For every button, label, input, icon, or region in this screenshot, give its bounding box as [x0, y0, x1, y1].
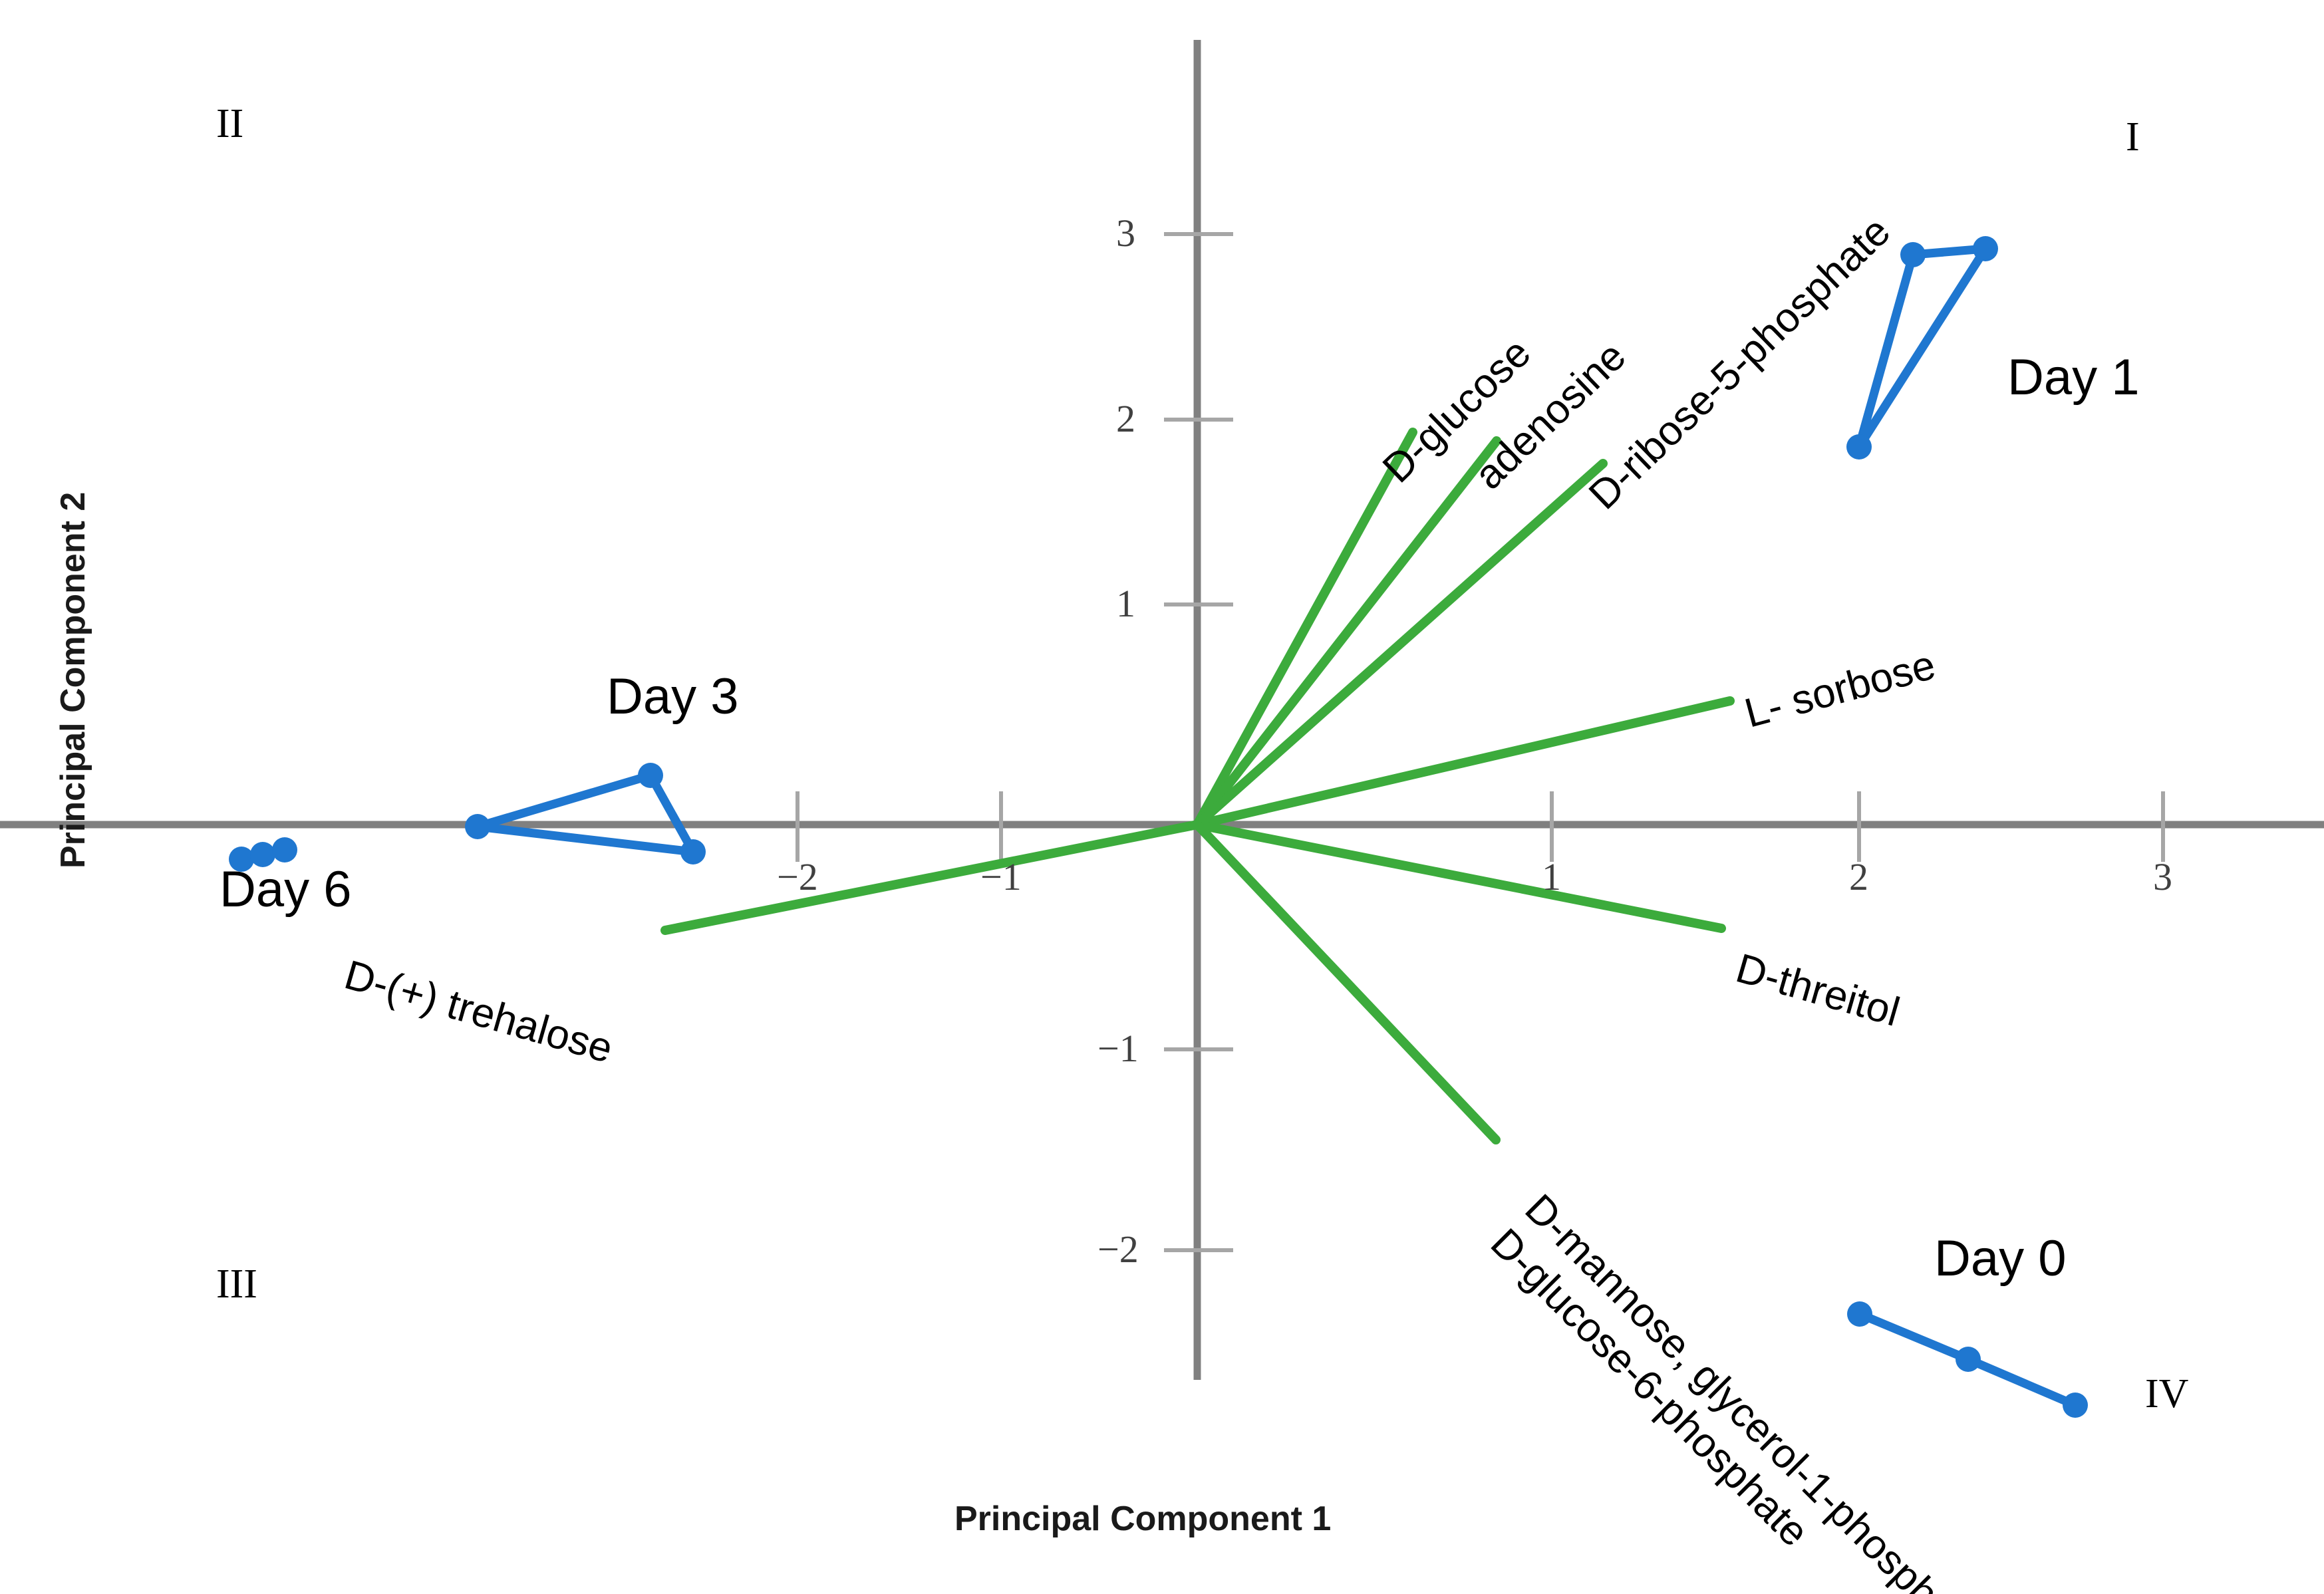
series-day-6	[229, 837, 297, 872]
day-1-point-1	[1846, 434, 1872, 460]
x-tick-label-2: 2	[1849, 855, 1868, 898]
quadrant-label-iv: IV	[2145, 1371, 2189, 1416]
vector-l-sorbose	[1193, 696, 1735, 829]
loading-vectors	[660, 428, 1735, 1144]
vector-d-trehalose	[660, 820, 1202, 935]
series-day-3	[465, 763, 706, 864]
day-1-polyline	[1854, 244, 1990, 450]
day-3-point-3	[680, 839, 706, 864]
day-6-point-1	[229, 847, 254, 872]
day-3-point-1	[465, 814, 490, 839]
day-6-point-3	[272, 837, 297, 863]
quadrant-label-ii: II	[216, 101, 244, 146]
y-tick-label-3: 3	[1116, 211, 1135, 255]
day-3-point-2	[638, 763, 663, 788]
quadrant-label-iii: III	[216, 1262, 257, 1307]
y-tick-label--1: −1	[1097, 1027, 1139, 1070]
x-tick-label--2: −2	[777, 855, 818, 898]
group-label-day-1: Day 1	[2007, 349, 2140, 406]
day-1-point-3	[1973, 236, 1998, 261]
x-tick-label-1: 1	[1542, 855, 1561, 898]
day-0-point-3	[2063, 1393, 2088, 1418]
series-day-1	[1846, 236, 1998, 460]
day-0-point-1	[1847, 1301, 1872, 1327]
vector-d-glucose	[1193, 428, 1417, 829]
x-axis-title: Principal Component 1	[954, 1500, 1332, 1538]
y-tick-label--2: −2	[1097, 1228, 1139, 1271]
vector-d-ribose-5-phosphate	[1193, 459, 1608, 829]
day-0-point-2	[1956, 1347, 1981, 1372]
y-tick-label-2: 2	[1116, 397, 1135, 440]
quadrant-label-i: I	[2126, 114, 2140, 160]
vector-d-mannose-group	[1193, 820, 1501, 1144]
x-tick-label--1: −1	[980, 855, 1022, 898]
vector-adenosine	[1193, 436, 1501, 829]
y-tick-label-1: 1	[1116, 582, 1135, 625]
group-label-day-3: Day 3	[607, 668, 739, 725]
day-6-point-2	[250, 842, 275, 867]
group-label-day-6: Day 6	[219, 861, 352, 918]
x-tick-label-3: 3	[2153, 855, 2172, 898]
day-1-point-2	[1900, 242, 1926, 267]
series-day-0	[1847, 1301, 2088, 1418]
group-label-day-0: Day 0	[1934, 1230, 2067, 1287]
vector-d-threitol	[1193, 820, 1726, 933]
day-3-polyline	[476, 771, 698, 857]
y-axis-title: Principal Component 2	[54, 491, 92, 868]
